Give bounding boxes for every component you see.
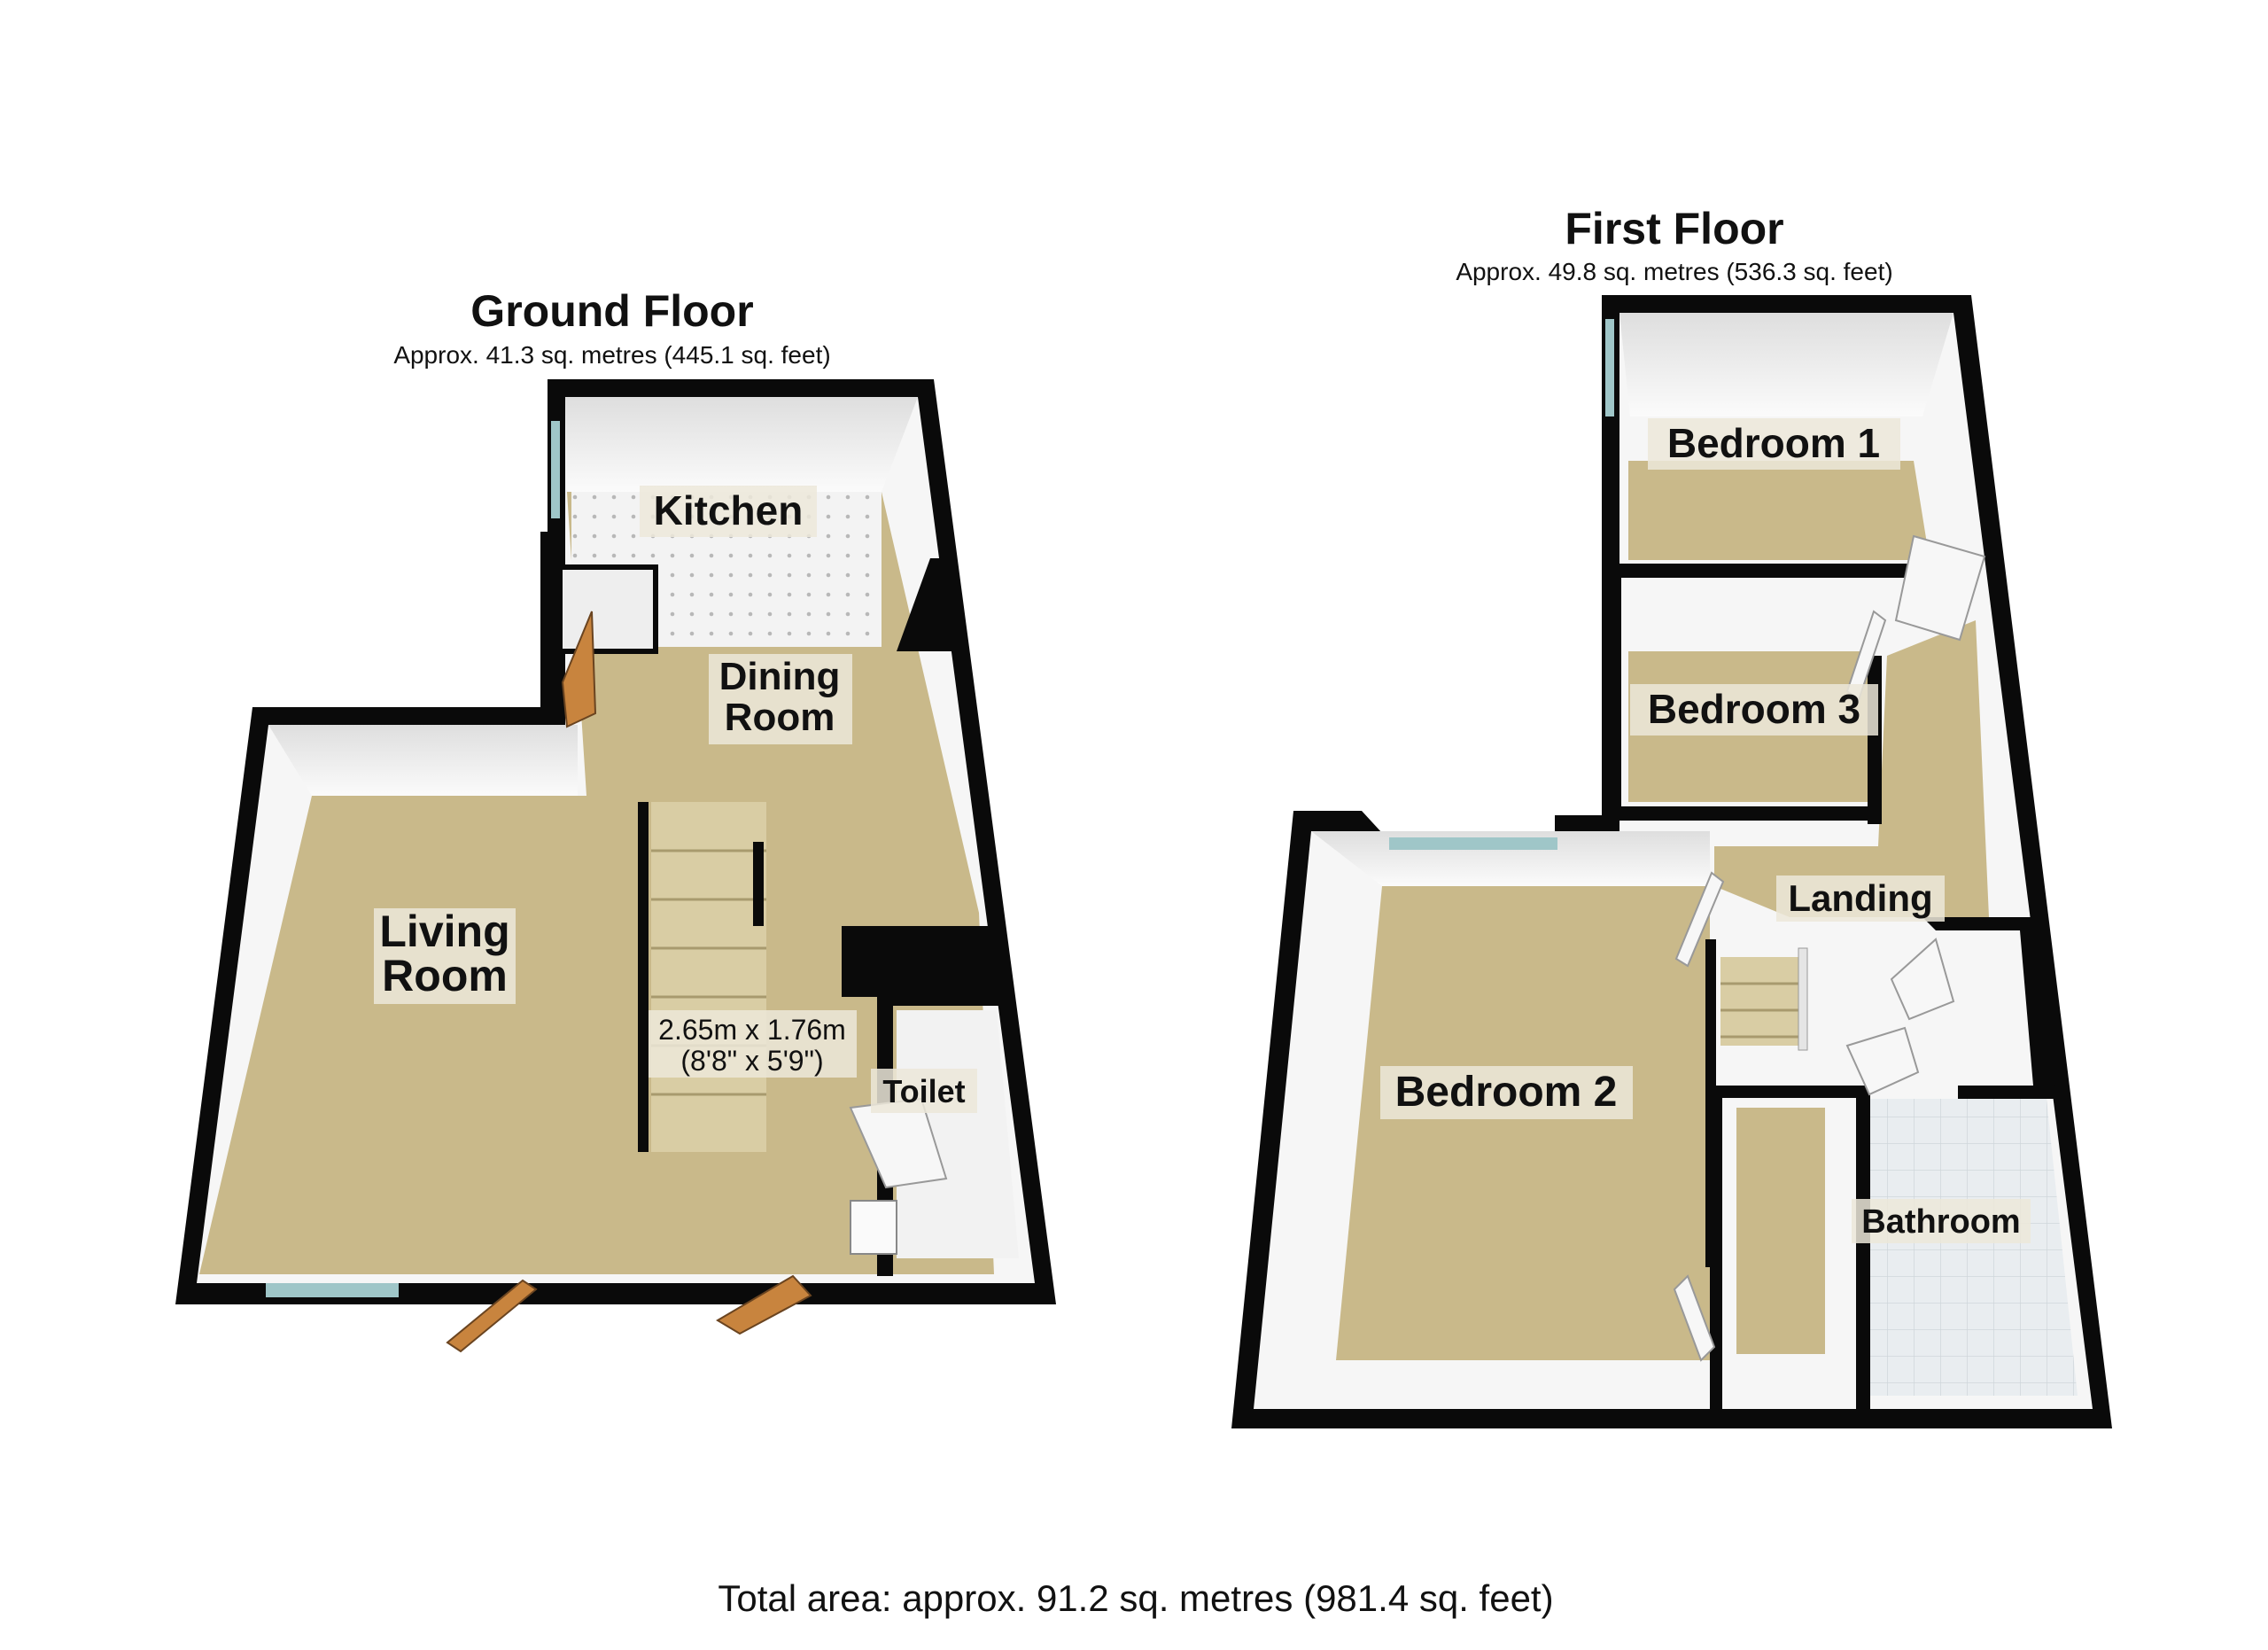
back-door	[716, 1274, 812, 1335]
closet-door	[1673, 1274, 1716, 1362]
total-area-caption: Total area: approx. 91.2 sq. metres (981…	[718, 1577, 1553, 1619]
dimension-label-bg	[649, 1010, 857, 1078]
front-door	[446, 1279, 538, 1353]
dining-right-wall	[897, 558, 955, 651]
bedroom1-door	[1894, 534, 1986, 642]
bedroom3-label-bg	[1630, 684, 1878, 735]
bedroom3-west-wall	[1602, 564, 1621, 821]
ground-floor-plan	[175, 379, 1056, 1353]
bathroom-label-bg	[1852, 1199, 2031, 1243]
dining-room-label-bg	[709, 654, 852, 744]
dining-room-label-line2: Room	[725, 696, 835, 739]
first-floor-plan	[1231, 295, 2112, 1428]
landing-label: Landing	[1788, 877, 1932, 919]
bedroom2-label: Bedroom 2	[1395, 1069, 1618, 1116]
ground-floor-stairs	[638, 802, 766, 1152]
kitchen-label: Kitchen	[654, 487, 804, 533]
kitchen-wall-shade	[565, 397, 918, 492]
bathroom-floor	[1869, 1099, 2078, 1396]
bedroom3-east-wall	[1868, 656, 1882, 824]
bathroom-door	[1845, 1026, 1920, 1096]
bedroom1-south-wall	[1619, 564, 1938, 578]
first-floor-stairs	[1720, 947, 1808, 1051]
living-room-wall-shade	[268, 725, 578, 796]
landing-label-bg	[1776, 876, 1945, 922]
bathroom-label: Bathroom	[1861, 1203, 2020, 1241]
kitchen-window	[551, 421, 560, 518]
toilet-label-bg	[871, 1069, 977, 1113]
kitchen-label-bg	[640, 486, 817, 537]
kitchen-door	[561, 611, 597, 728]
cupboard-door	[1890, 938, 1955, 1021]
bedroom1-window	[1605, 319, 1614, 416]
living-room-window	[266, 1283, 399, 1297]
ground-floor-title: Ground Floor	[470, 286, 753, 336]
bedroom1-floor	[1628, 461, 1930, 560]
closet-floor	[1736, 1108, 1825, 1354]
kitchen-cupboard	[557, 564, 658, 654]
bedroom1-wall-shade	[1619, 313, 1953, 416]
bedroom2-east-wall	[1710, 1086, 1722, 1409]
living-room-label-line1: Living	[379, 907, 509, 956]
bedroom2-label-bg	[1380, 1066, 1633, 1119]
airing-cupboard-walls	[1922, 917, 2055, 1099]
first-floor-area: Approx. 49.8 sq. metres (536.3 sq. feet)	[1456, 258, 1892, 285]
living-room-label-bg	[374, 908, 516, 1004]
bedroom2-window	[1389, 837, 1557, 850]
toilet-fixture	[850, 1200, 897, 1255]
ground-floor-area: Approx. 41.3 sq. metres (445.1 sq. feet)	[393, 341, 830, 369]
first-floor-title: First Floor	[1565, 204, 1783, 253]
dimension-label-metric: 2.65m x 1.76m	[658, 1014, 846, 1046]
bathroom-west-wall	[1856, 1086, 1870, 1409]
bedroom1-label: Bedroom 1	[1667, 420, 1880, 466]
bedroom1-label-bg	[1648, 418, 1900, 470]
bedroom3-south-wall	[1619, 806, 1882, 821]
living-room-label-line2: Room	[382, 951, 508, 1000]
landing-floor	[1714, 620, 1989, 917]
kitchen-partition	[540, 532, 556, 713]
bedroom3-label: Bedroom 3	[1648, 686, 1860, 732]
bedroom2-floor	[1336, 886, 1710, 1360]
ground-floor-labels: Ground Floor Approx. 41.3 sq. metres (44…	[374, 286, 977, 1113]
toilet-walls	[842, 926, 1001, 1276]
toilet-label: Toilet	[882, 1073, 965, 1109]
dimension-label-imperial: (8'8" x 5'9")	[680, 1045, 823, 1077]
first-floor-labels: First Floor Approx. 49.8 sq. metres (536…	[1380, 204, 2031, 1243]
closet-wall	[1722, 1086, 1860, 1098]
bedroom2-door	[1674, 871, 1725, 968]
dining-room-label-line1: Dining	[719, 655, 841, 698]
